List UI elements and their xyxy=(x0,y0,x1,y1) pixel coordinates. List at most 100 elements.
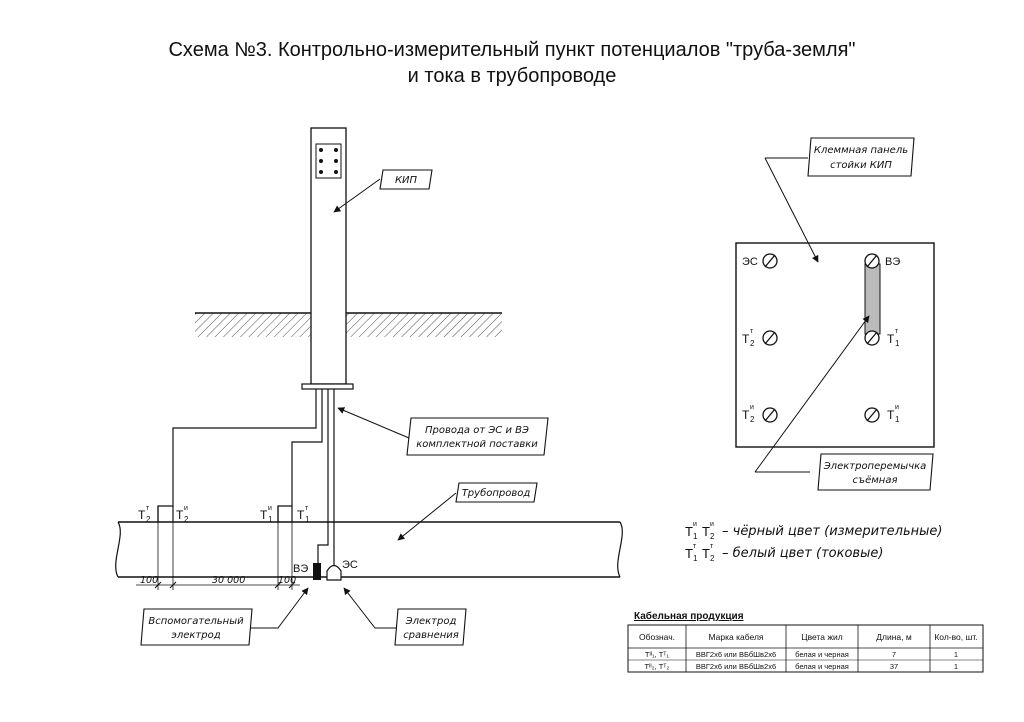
cable-table-title: Кабельная продукция xyxy=(634,610,744,622)
terminal-t1t: T 1 т xyxy=(864,328,900,348)
svg-text:2: 2 xyxy=(750,415,755,424)
callout-pipeline-text: Трубопровод xyxy=(462,487,531,499)
callout-panel-text-2: стойки КИП xyxy=(830,160,892,171)
table-cell: Тᴵᴵ₁, Тᵀ₁ xyxy=(645,650,670,659)
cable-table: Кабельная продукция Обознач. Марка кабел… xyxy=(627,610,984,673)
pipe-es-label: ЭС xyxy=(342,559,358,571)
callout-panel-text-1: Клеммная панель xyxy=(814,145,908,156)
svg-text:1: 1 xyxy=(895,339,900,348)
svg-text:T: T xyxy=(742,332,750,346)
svg-text:т: т xyxy=(710,543,714,550)
callout-terminal-panel: Клеммная панель стойки КИП xyxy=(764,137,915,263)
dimension-lines: 100 30 000 100 xyxy=(136,522,300,590)
pipe-t2t-sub: 2 xyxy=(146,515,151,524)
svg-text:ВЭ: ВЭ xyxy=(885,256,900,268)
svg-text:T: T xyxy=(702,524,710,539)
table-cell: ВВГ2х6 или ВБбШв2х6 xyxy=(696,650,776,659)
terminal-t2t: T 2 т xyxy=(742,328,778,348)
callout-ref-electrode: Электрод сравнения xyxy=(343,587,467,646)
svg-text:T: T xyxy=(742,408,750,422)
legend-line1: – чёрный цвет (измерительные) xyxy=(722,524,942,539)
svg-text:T: T xyxy=(887,408,895,422)
pipe-terminal-labels: T 2 т T 2 и T 1 и T 1 т ВЭ ЭС xyxy=(138,505,358,575)
dimension-30000: 30 000 xyxy=(212,575,245,586)
callout-aux-text-1: Вспомогательный xyxy=(148,616,244,627)
pipe-t1t-sup: т xyxy=(305,505,309,512)
callout-pipeline: Трубопровод xyxy=(397,482,538,541)
table-header-colors: Цвета жил xyxy=(801,632,842,642)
table-cell: 1 xyxy=(954,662,958,671)
pipe-ve-label: ВЭ xyxy=(293,563,308,575)
callout-aux-electrode: Вспомогательный электрод xyxy=(140,587,309,646)
svg-text:1: 1 xyxy=(693,532,698,541)
svg-text:T: T xyxy=(887,332,895,346)
svg-text:т: т xyxy=(895,328,899,335)
callout-wires-text-2: комплектной поставки xyxy=(416,439,538,450)
diagram-title-line1: Схема №3. Контрольно-измерительный пункт… xyxy=(168,39,855,61)
pipe-t2i-label: T xyxy=(176,508,184,522)
table-cell: белая и черная xyxy=(795,662,849,671)
pipe-t1t-label: T xyxy=(297,508,305,522)
table-cell: 7 xyxy=(892,650,896,659)
svg-text:и: и xyxy=(710,521,714,528)
table-header-qty: Кол-во, шт. xyxy=(934,632,977,642)
pipeline xyxy=(115,521,623,578)
callout-jumper-text-2: съёмная xyxy=(853,475,898,486)
svg-text:T: T xyxy=(702,546,710,561)
pipe-t2t-label: T xyxy=(138,508,146,522)
ref-electrode xyxy=(326,564,342,581)
svg-text:2: 2 xyxy=(710,554,715,563)
callout-wires-text-1: Провода от ЭС и ВЭ xyxy=(425,425,529,436)
svg-text:T: T xyxy=(685,546,693,561)
table-cell: ВВГ2х6 или ВБбШв2х6 xyxy=(696,662,776,671)
callout-ref-text-2: сравнения xyxy=(403,630,459,641)
pipe-t1i-sup: и xyxy=(268,505,272,512)
pipe-t1i-label: T xyxy=(260,508,268,522)
callout-kip: КИП xyxy=(333,169,433,213)
callout-jumper-text-1: Электроперемычка xyxy=(823,461,927,472)
diagram-title-line2: и тока в трубопроводе xyxy=(408,65,617,87)
pipe-t1t-sub: 1 xyxy=(305,515,310,524)
callout-aux-text-2: электрод xyxy=(171,630,220,641)
svg-text:ЭС: ЭС xyxy=(742,256,758,268)
terminal-ve: ВЭ xyxy=(864,253,900,269)
kip-post xyxy=(301,127,354,390)
terminal-es: ЭС xyxy=(742,253,778,269)
table-header-length: Длина, м xyxy=(876,632,912,642)
svg-text:1: 1 xyxy=(693,554,698,563)
wire-color-legend: T 1 и T 2 и – чёрный цвет (измерительные… xyxy=(685,521,942,563)
svg-text:и: и xyxy=(750,404,754,411)
dimension-100-right: 100 xyxy=(278,575,296,586)
pipe-t1i-sub: 1 xyxy=(268,515,273,524)
terminal-panel: ЭС ВЭ T 2 т T 1 т T 2 и xyxy=(735,242,935,448)
svg-text:т: т xyxy=(750,328,754,335)
svg-text:2: 2 xyxy=(710,532,715,541)
pipe-t2i-sup: и xyxy=(184,505,188,512)
callout-wires: Провода от ЭС и ВЭ комплектной поставки xyxy=(337,407,549,456)
svg-text:и: и xyxy=(895,404,899,411)
table-cell: 37 xyxy=(890,662,898,671)
svg-text:2: 2 xyxy=(750,339,755,348)
table-cell: 1 xyxy=(954,650,958,659)
aux-electrode xyxy=(313,563,321,580)
svg-text:1: 1 xyxy=(895,415,900,424)
ground-surface xyxy=(195,312,502,337)
svg-text:T: T xyxy=(685,524,693,539)
pipe-t2t-sup: т xyxy=(146,505,150,512)
dimension-100-left: 100 xyxy=(140,575,158,586)
terminal-t1i: T 1 и xyxy=(864,404,900,424)
svg-text:и: и xyxy=(693,521,697,528)
connection-wires xyxy=(157,389,335,565)
legend-line2: – белый цвет (токовые) xyxy=(722,546,883,561)
pipe-t2i-sub: 2 xyxy=(184,515,189,524)
callout-ref-text-1: Электрод xyxy=(405,616,457,627)
table-header-cable: Марка кабеля xyxy=(708,632,763,642)
terminal-t2i: T 2 и xyxy=(742,404,778,424)
table-cell: Тᴵᴵ₂, Тᵀ₂ xyxy=(645,662,670,671)
svg-text:т: т xyxy=(693,543,697,550)
table-cell: белая и черная xyxy=(795,650,849,659)
table-header-designation: Обознач. xyxy=(639,632,675,642)
callout-kip-text: КИП xyxy=(395,175,418,186)
callout-jumper: Электроперемычка съёмная xyxy=(754,315,934,491)
